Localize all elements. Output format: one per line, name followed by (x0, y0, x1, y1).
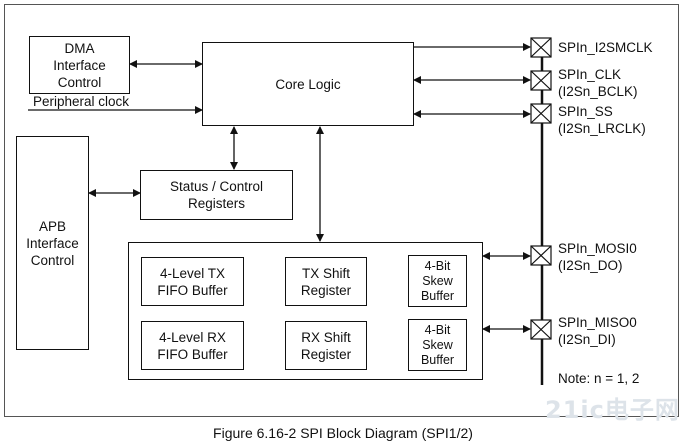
watermark-logo: 21ic电子网 (545, 396, 680, 424)
tx-fifo-buffer-block: 4-Level TX FIFO Buffer (141, 257, 244, 306)
pin-label-mosi: SPIn_MOSI0 (I2Sn_DO) (558, 241, 637, 273)
pin-label-ss: SPIn_SS (I2Sn_LRCLK) (558, 104, 646, 136)
dma-interface-block: DMA Interface Control (29, 36, 130, 94)
pin-label-mclk: SPIn_I2SMCLK (558, 40, 653, 55)
pin-box-mosi (530, 245, 552, 266)
tx-shift-register-block: TX Shift Register (285, 257, 367, 306)
pin-label-miso: SPIn_MISO0 (I2Sn_DI) (558, 315, 637, 347)
rx-shift-register-block: RX Shift Register (285, 321, 367, 370)
rx-fifo-buffer-block: 4-Level RX FIFO Buffer (141, 321, 244, 370)
pin-box-clk (530, 70, 552, 91)
apb-interface-block: APB Interface Control (16, 136, 89, 350)
tx-skew-buffer-block: 4-Bit Skew Buffer (408, 255, 467, 307)
peripheral-clock-label: Peripheral clock (33, 94, 130, 109)
note-label: Note: n = 1, 2 (558, 371, 640, 386)
figure-caption: Figure 6.16-2 SPI Block Diagram (SPI1/2) (213, 425, 473, 441)
core-logic-block: Core Logic (202, 42, 414, 126)
status-control-registers-block: Status / Control Registers (140, 170, 293, 220)
pin-label-clk: SPIn_CLK (I2Sn_BCLK) (558, 67, 638, 99)
pin-box-ss (530, 103, 552, 124)
pin-box-miso (530, 319, 552, 340)
pin-box-mclk (530, 37, 552, 58)
rx-skew-buffer-block: 4-Bit Skew Buffer (408, 319, 467, 371)
diagram-frame (4, 4, 679, 417)
